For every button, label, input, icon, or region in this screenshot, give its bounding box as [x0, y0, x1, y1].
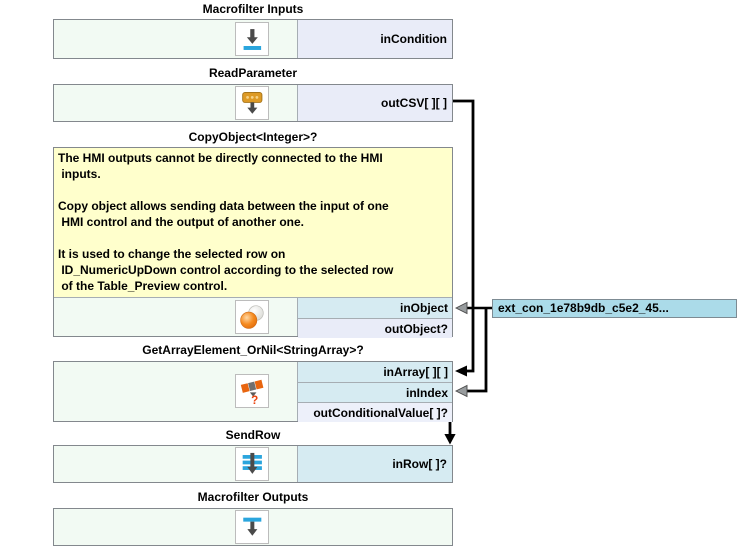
external-connection-label[interactable]: ext_con_1e78b9db_c5e2_45... [492, 299, 737, 318]
node-send-row[interactable]: inRow[ ]? [53, 445, 453, 483]
copy-object-icon [235, 300, 269, 334]
node-title-read-parameter: ReadParameter [208, 66, 298, 80]
port-outObject[interactable]: outObject? [298, 318, 452, 338]
node-title-get-array-element: GetArrayElement_OrNil<StringArray>? [142, 343, 364, 357]
macrofilter-output-icon [235, 510, 269, 544]
port-inArray[interactable]: inArray[ ][ ] [298, 362, 452, 382]
node-title-copy-object: CopyObject<Integer>? [188, 130, 318, 144]
read-parameter-icon [235, 86, 269, 120]
port-inCondition[interactable]: inCondition [297, 20, 452, 58]
send-row-icon [235, 447, 269, 481]
node-macrofilter-outputs[interactable] [53, 508, 453, 546]
port-inIndex[interactable]: inIndex [298, 382, 452, 402]
node-title-macrofilter-outputs: Macrofilter Outputs [197, 490, 309, 504]
node-copy-object[interactable]: The HMI outputs cannot be directly conne… [53, 147, 453, 338]
node-get-array-element[interactable]: ? inArray[ ][ ] inIndex outConditionalVa… [53, 361, 453, 422]
node-title-send-row: SendRow [225, 428, 281, 442]
node-macrofilter-inputs[interactable]: inCondition [53, 19, 453, 59]
port-outCSV[interactable]: outCSV[ ][ ] [297, 85, 452, 121]
get-array-element-icon: ? [235, 374, 269, 408]
svg-text:?: ? [251, 394, 258, 405]
port-inObject[interactable]: inObject [298, 298, 452, 318]
connection-external-to-inObject[interactable] [454, 301, 492, 315]
macrofilter-input-icon [235, 22, 269, 56]
node-read-parameter[interactable]: outCSV[ ][ ] [53, 84, 453, 122]
port-outConditionalValue[interactable]: outConditionalValue[ ]? [298, 402, 452, 422]
node-comment: The HMI outputs cannot be directly conne… [54, 148, 452, 298]
port-inRow[interactable]: inRow[ ]? [297, 446, 452, 482]
node-title-macrofilter-inputs: Macrofilter Inputs [202, 2, 304, 16]
connection-outCSV-to-inArray[interactable] [453, 99, 475, 377]
connection-external-to-inIndex[interactable] [454, 308, 488, 398]
